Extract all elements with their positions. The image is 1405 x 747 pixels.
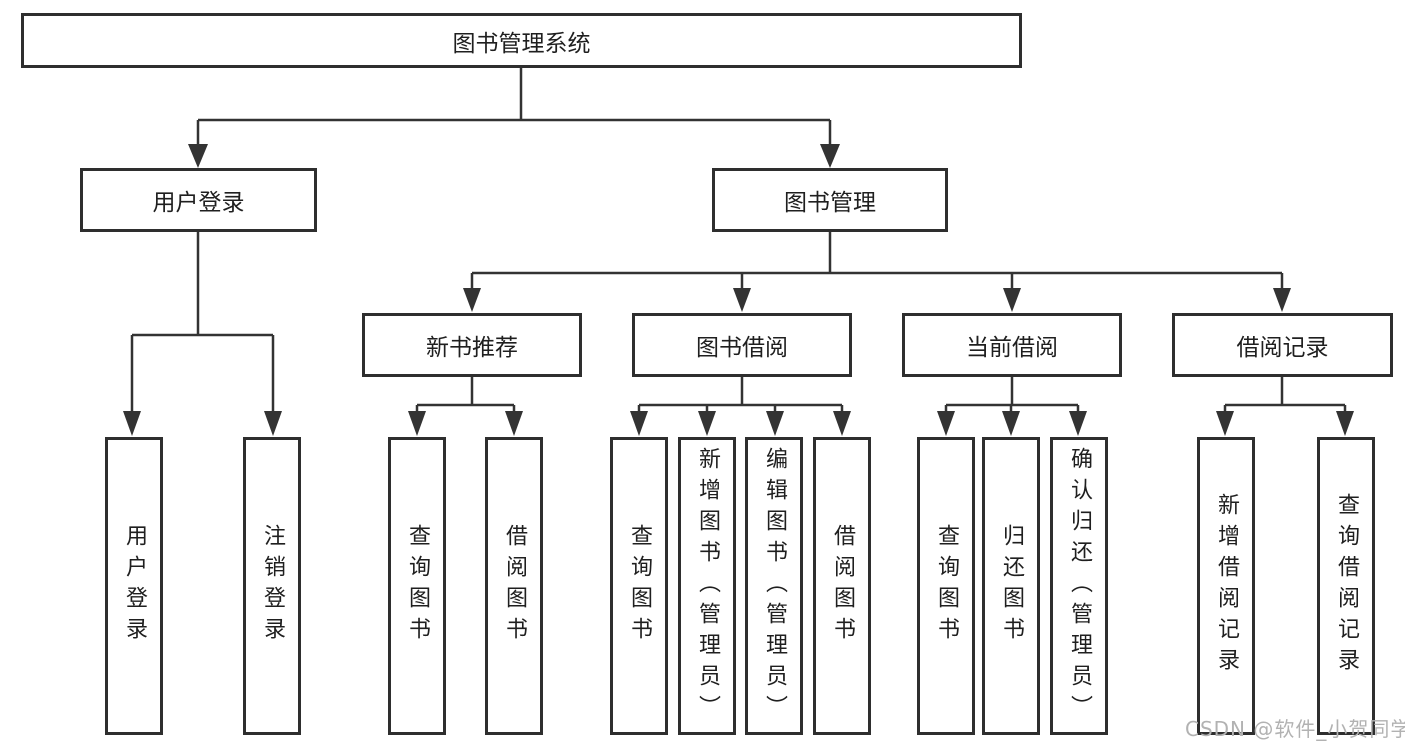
leaf-newbook-borrow-books-label: 借阅图书	[502, 524, 527, 648]
node-borrow-records-label: 借阅记录	[1236, 335, 1329, 361]
node-new-book-recommend: 新书推荐	[362, 313, 582, 377]
node-current-borrow: 当前借阅	[902, 313, 1122, 377]
leaf-bookborrow-add-books-admin-label: 新增图书（管理员）	[695, 446, 720, 726]
leaf-currentborrow-query-books-label: 查询图书	[934, 524, 959, 648]
leaf-currentborrow-query-books: 查询图书	[917, 437, 975, 735]
leaf-bookborrow-query-books: 查询图书	[610, 437, 668, 735]
leaf-bookborrow-edit-books-admin: 编辑图书（管理员）	[745, 437, 803, 735]
leaf-currentborrow-confirm-return-admin: 确认归还（管理员）	[1050, 437, 1108, 735]
node-user-login: 用户登录	[80, 168, 317, 232]
leaf-newbook-query-books: 查询图书	[388, 437, 446, 735]
leaf-currentborrow-return-books-label: 归还图书	[999, 524, 1024, 648]
leaf-bookborrow-borrow-books: 借阅图书	[813, 437, 871, 735]
leaf-user-login: 用户登录	[105, 437, 163, 735]
node-new-book-recommend-label: 新书推荐	[426, 335, 518, 361]
leaf-currentborrow-return-books: 归还图书	[982, 437, 1040, 735]
leaf-logout: 注销登录	[243, 437, 301, 735]
node-library-management-system: 图书管理系统	[21, 13, 1022, 68]
leaf-records-query-borrow-record: 查询借阅记录	[1317, 437, 1375, 735]
node-user-login-label: 用户登录	[152, 190, 245, 216]
leaf-records-add-borrow-record-label: 新增借阅记录	[1214, 493, 1239, 679]
node-book-borrow-label: 图书借阅	[696, 335, 788, 361]
node-library-management-system-label: 图书管理系统	[452, 30, 591, 57]
leaf-records-add-borrow-record: 新增借阅记录	[1197, 437, 1255, 735]
node-book-management: 图书管理	[712, 168, 948, 232]
leaf-bookborrow-query-books-label: 查询图书	[627, 524, 652, 648]
watermark: CSDN @软件_小贺同学	[1185, 717, 1405, 741]
leaf-bookborrow-edit-books-admin-label: 编辑图书（管理员）	[762, 446, 787, 726]
leaf-records-query-borrow-record-label: 查询借阅记录	[1334, 493, 1359, 679]
leaf-bookborrow-borrow-books-label: 借阅图书	[830, 524, 855, 648]
node-book-borrow: 图书借阅	[632, 313, 852, 377]
leaf-currentborrow-confirm-return-admin-label: 确认归还（管理员）	[1067, 446, 1092, 726]
node-borrow-records: 借阅记录	[1172, 313, 1393, 377]
leaf-newbook-borrow-books: 借阅图书	[485, 437, 543, 735]
node-current-borrow-label: 当前借阅	[966, 335, 1058, 361]
leaf-bookborrow-add-books-admin: 新增图书（管理员）	[678, 437, 736, 735]
leaf-logout-label: 注销登录	[260, 524, 285, 648]
node-book-management-label: 图书管理	[784, 190, 876, 216]
leaf-user-login-label: 用户登录	[122, 524, 147, 648]
leaf-newbook-query-books-label: 查询图书	[405, 524, 430, 648]
